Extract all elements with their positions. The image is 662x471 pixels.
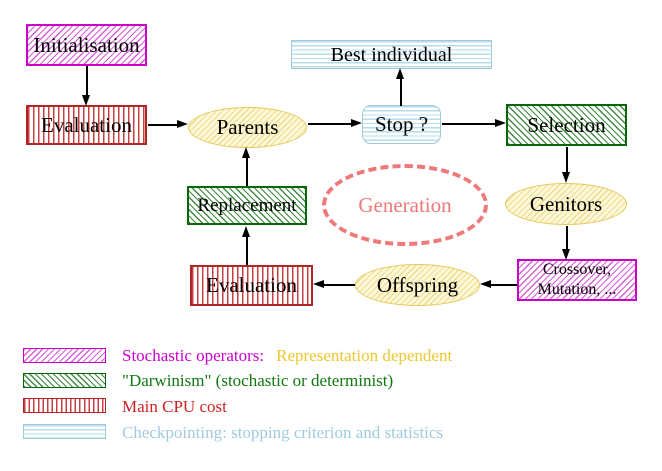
node-best-individual: Best individual xyxy=(291,40,492,69)
arrow-shaft xyxy=(308,123,352,125)
arrowhead-left-icon xyxy=(313,280,324,288)
arrow-shaft xyxy=(400,79,402,106)
arrow-shaft xyxy=(566,147,568,173)
arrow-shaft xyxy=(442,123,496,125)
arrowhead-down-icon xyxy=(82,95,90,106)
node-selection: Selection xyxy=(506,104,627,146)
node-initialisation: Initialisation xyxy=(26,24,147,66)
arrowhead-left-icon xyxy=(480,280,491,288)
node-generation-label: Generation xyxy=(358,192,452,217)
legend-swatch-red-stripes-icon xyxy=(23,398,106,413)
node-replacement: Replacement xyxy=(187,186,307,225)
node-evaluation-top-label: Evaluation xyxy=(41,112,132,137)
node-best-individual-label: Best individual xyxy=(330,43,453,66)
node-evaluation-top: Evaluation xyxy=(26,105,147,145)
node-genitors-label: Genitors xyxy=(529,191,603,216)
arrow-shaft xyxy=(566,226,568,250)
legend-swatch-magenta-hatch-icon xyxy=(23,348,106,363)
node-crossover-mutation: Crossover, Mutation, ... xyxy=(517,259,637,301)
node-genitors: Genitors xyxy=(505,183,627,225)
node-parents-label: Parents xyxy=(216,115,279,139)
node-evaluation-bottom-label: Evaluation xyxy=(206,273,297,297)
legend-label-stochastic-operators: Stochastic operators: xyxy=(122,346,265,365)
arrow-shaft xyxy=(86,66,88,96)
arrowhead-up-icon xyxy=(396,68,404,79)
node-offspring-label: Offspring xyxy=(376,272,459,297)
legend-swatch-cyan-stripes-icon xyxy=(23,424,106,439)
legend-label-representation-dependent: Representation dependent xyxy=(276,346,453,365)
arrowhead-right-icon xyxy=(351,119,362,127)
arrowhead-down-icon xyxy=(562,249,570,260)
node-stop: Stop ? xyxy=(362,105,441,144)
node-evaluation-bottom: Evaluation xyxy=(190,265,313,306)
arrow-shaft xyxy=(491,284,517,286)
arrow-shaft xyxy=(246,158,248,186)
node-replacement-label: Replacement xyxy=(197,195,297,216)
arrow-shaft xyxy=(324,284,355,286)
node-stop-label: Stop ? xyxy=(374,112,429,136)
legend-label-main-cpu-cost: Main CPU cost xyxy=(122,397,227,416)
legend-label-checkpointing: Checkpointing: stopping criterion and st… xyxy=(122,423,444,442)
arrow-shaft xyxy=(246,237,248,265)
arrowhead-right-icon xyxy=(177,120,188,128)
node-offspring: Offspring xyxy=(355,264,480,306)
node-generation-loop: Generation xyxy=(322,164,488,246)
arrowhead-down-icon xyxy=(562,172,570,183)
legend-swatch-green-hatch-icon xyxy=(23,373,106,388)
node-crossover-label-line2: Mutation, ... xyxy=(537,281,617,298)
node-parents: Parents xyxy=(188,107,307,148)
node-initialisation-label: Initialisation xyxy=(33,32,140,57)
arrowhead-right-icon xyxy=(495,119,506,127)
legend-row-stochastic: Stochastic operators: Representation depe… xyxy=(122,346,452,365)
node-selection-label: Selection xyxy=(527,112,606,137)
arrowhead-up-icon xyxy=(242,226,250,237)
node-crossover-label-line1: Crossover, xyxy=(542,261,612,278)
arrowhead-up-icon xyxy=(242,147,250,158)
arrow-shaft xyxy=(148,124,178,126)
legend-label-darwinism: "Darwinism" (stochastic or determinist) xyxy=(122,371,394,390)
